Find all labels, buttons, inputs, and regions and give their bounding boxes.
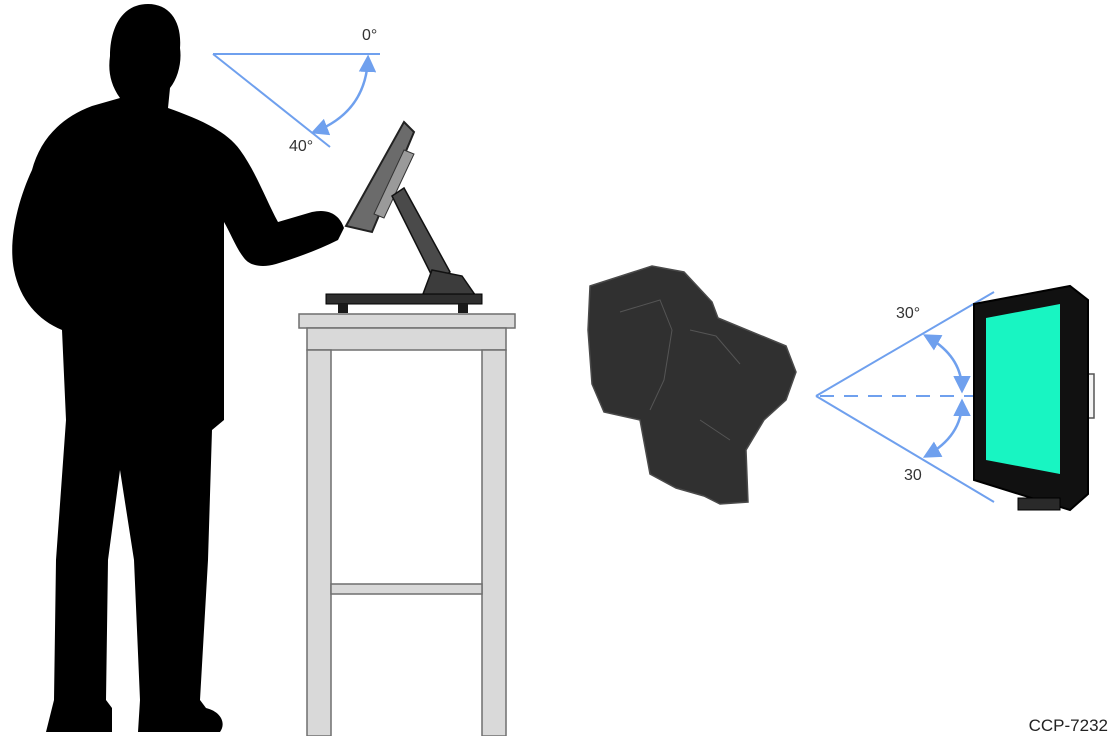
tilt-reference-line — [212, 53, 331, 148]
tilt-angle-arc — [310, 54, 377, 136]
top-angle-label: 0° — [362, 27, 377, 44]
terminal-screen-panel — [344, 120, 416, 234]
table-top — [298, 313, 516, 329]
display-front-icon — [973, 284, 1095, 512]
upper-view-limit-line — [815, 291, 995, 397]
table-apron — [306, 327, 507, 351]
lower-angle-label: 30 — [904, 467, 922, 484]
terminal-foot — [338, 304, 348, 313]
table-icon — [298, 313, 516, 736]
lower-view-limit-line — [815, 395, 995, 503]
terminal-base — [325, 293, 483, 305]
table-crossbar — [330, 583, 483, 595]
upper-angle-arc — [922, 334, 971, 394]
table-leg-right — [481, 349, 507, 736]
person-silhouette-icon — [12, 4, 345, 732]
terminal-stand-arm — [391, 186, 451, 286]
terminal-screen-back — [373, 149, 415, 219]
viewing-angle-guide: 30° 30 — [815, 291, 995, 503]
pos-terminal-side-icon — [325, 120, 483, 313]
terminal-foot — [458, 304, 468, 313]
figure-code: CCP-7232 — [1028, 716, 1108, 735]
tilt-angle-guide: 0° 40° — [212, 27, 380, 155]
display-bottom-mount — [1017, 497, 1061, 511]
table-leg-left — [306, 349, 332, 736]
upper-angle-label: 30° — [896, 305, 920, 322]
bottom-angle-label: 40° — [289, 138, 313, 155]
lower-angle-arc — [922, 398, 971, 458]
head-side-icon — [587, 265, 797, 505]
display-screen — [986, 304, 1060, 474]
